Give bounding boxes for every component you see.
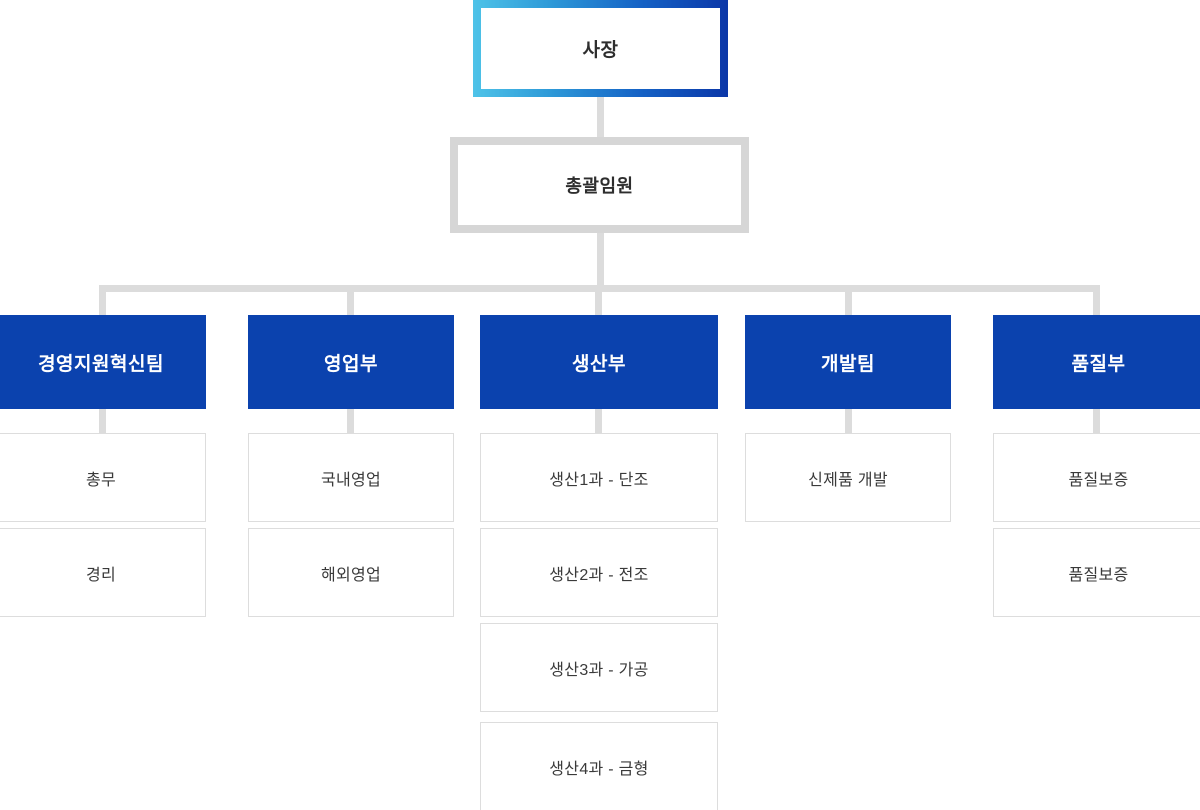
sub-item-label: 국내영업 — [320, 471, 382, 489]
connector-bus-to-dept-4 — [845, 285, 852, 315]
node-ceo-inner: 사장 — [481, 8, 720, 89]
connector-dept-3-to-children — [595, 409, 602, 434]
connector-ceo-to-executive — [597, 97, 604, 137]
dept-header-label: 영업부 — [324, 353, 378, 375]
sub-item-label: 해외영업 — [320, 566, 382, 584]
sub-item-box[interactable]: 생산2과 - 전조 — [480, 528, 718, 617]
sub-item-box[interactable]: 생산1과 - 단조 — [480, 433, 718, 522]
connector-dept-5-to-children — [1093, 409, 1100, 434]
sub-item-label: 품질보증 — [1068, 471, 1129, 489]
dept-header-label: 품질부 — [1071, 353, 1126, 375]
dept-header-production[interactable]: 생산부 — [480, 315, 718, 409]
sub-item-label: 생산3과 - 가공 — [549, 661, 649, 679]
sub-item-box[interactable]: 신제품 개발 — [745, 433, 951, 522]
sub-item-box[interactable]: 국내영업 — [248, 433, 454, 522]
node-ceo-label: 사장 — [582, 40, 619, 61]
dept-header-sales[interactable]: 영업부 — [248, 315, 454, 409]
sub-item-box[interactable]: 품질보증 — [993, 433, 1200, 522]
connector-executive-to-bus — [597, 233, 604, 285]
node-ceo[interactable]: 사장 — [473, 0, 728, 97]
sub-item-label: 총무 — [85, 471, 117, 489]
node-executive-label: 총괄임원 — [565, 176, 634, 196]
sub-item-box[interactable]: 생산4과 - 금형 — [480, 722, 718, 810]
sub-item-label: 생산4과 - 금형 — [549, 760, 649, 778]
sub-item-box[interactable]: 생산3과 - 가공 — [480, 623, 718, 712]
connector-dept-1-to-children — [99, 409, 106, 434]
sub-item-label: 경리 — [85, 566, 117, 584]
sub-item-label: 생산1과 - 단조 — [549, 471, 649, 489]
node-executive-inner: 총괄임원 — [458, 145, 741, 225]
sub-item-label: 품질보증 — [1068, 566, 1129, 584]
sub-item-box[interactable]: 해외영업 — [248, 528, 454, 617]
sub-item-box[interactable]: 총무 — [0, 433, 206, 522]
dept-header-quality[interactable]: 품질부 — [993, 315, 1200, 409]
dept-header-management-support[interactable]: 경영지원혁신팀 — [0, 315, 206, 409]
dept-header-label: 개발팀 — [821, 353, 875, 375]
connector-bus-to-dept-3 — [595, 285, 602, 315]
dept-header-development[interactable]: 개발팀 — [745, 315, 951, 409]
dept-header-label: 생산부 — [572, 353, 626, 375]
dept-header-label: 경영지원혁신팀 — [38, 353, 164, 375]
connector-bus-to-dept-5 — [1093, 285, 1100, 315]
connector-dept-4-to-children — [845, 409, 852, 434]
connector-bus-to-dept-1 — [99, 285, 106, 315]
sub-item-box[interactable]: 품질보증 — [993, 528, 1200, 617]
sub-item-label: 생산2과 - 전조 — [549, 566, 649, 584]
connector-bus-to-dept-2 — [347, 285, 354, 315]
sub-item-label: 신제품 개발 — [808, 471, 888, 489]
connector-dept-2-to-children — [347, 409, 354, 434]
node-executive[interactable]: 총괄임원 — [450, 137, 749, 233]
sub-item-box[interactable]: 경리 — [0, 528, 206, 617]
